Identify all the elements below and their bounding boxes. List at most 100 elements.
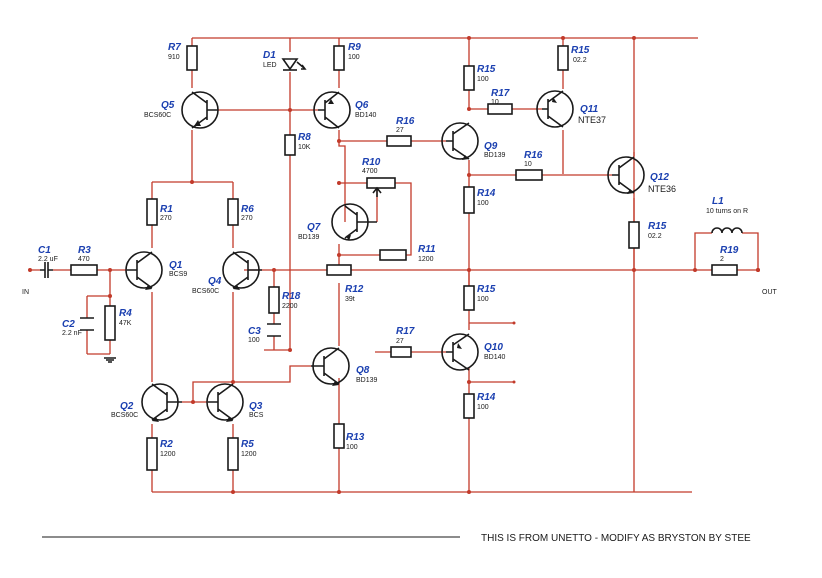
label-q7-ref: Q7 [307, 222, 321, 233]
label-q11-value: NTE37 [578, 115, 606, 125]
label-r5-ref: R5 [241, 439, 254, 450]
resistor-r14a-body [463, 186, 475, 214]
label-r4-ref: R4 [119, 308, 132, 319]
junction-dots [108, 36, 760, 494]
label-q2-value: BCS60C [111, 412, 138, 419]
label-r14b-ref: R14 [477, 392, 496, 403]
label-q5-ref: Q5 [161, 100, 175, 111]
resistor-r8-body [284, 134, 296, 156]
resistor-r9-body [333, 45, 345, 71]
label-r7-ref: R7 [168, 42, 181, 53]
resistor-r4-body [104, 305, 116, 341]
label-q12-value: NTE36 [648, 184, 676, 194]
transistor-q2-icon [141, 383, 182, 422]
label-r11-value: 1200 [418, 256, 434, 263]
label-r15c-ref: R15 [648, 221, 667, 232]
label-r18-value: 2200 [282, 303, 298, 310]
inductor-l1-coil [711, 227, 743, 234]
label-l1-ref: L1 [712, 196, 724, 207]
component-labels: R7 910 D1 LED R9 100 R15 100 R15 02.2 Q5… [22, 42, 778, 458]
transistor-q12-icon [607, 156, 645, 194]
label-r17b-value: 27 [396, 338, 404, 345]
label-r12-ref: R12 [345, 284, 364, 295]
capacitor-c1-icon [40, 262, 53, 278]
label-q8-ref: Q8 [356, 365, 370, 376]
label-r3-ref: R3 [78, 245, 91, 256]
resistor-r2-body [146, 437, 158, 471]
transistor-q6-icon [313, 91, 351, 129]
label-c2-value: 2.2 nF [62, 330, 82, 337]
transistors [125, 90, 645, 422]
label-q7-value: BD139 [298, 234, 320, 241]
transistor-q10-icon [441, 333, 479, 371]
label-q11-ref: Q11 [580, 104, 599, 115]
capacitors [40, 262, 281, 337]
resistor-r5-body [227, 437, 239, 471]
label-c3-ref: C3 [248, 326, 261, 337]
label-q12-ref: Q12 [650, 172, 669, 183]
transistor-q9-icon [441, 122, 479, 160]
label-r10-value: 4700 [362, 168, 378, 175]
label-r15a-value: 100 [477, 76, 489, 83]
capacitor-c2-icon [80, 317, 94, 331]
input-terminal-icon [28, 268, 32, 272]
transistor-q5-icon [181, 91, 219, 129]
label-r15a-ref: R15 [477, 64, 496, 75]
ground-icon [104, 357, 116, 363]
label-r15c-value: 02.2 [648, 233, 662, 240]
resistor-r3-body [70, 264, 98, 276]
label-r17a-ref: R17 [491, 88, 510, 99]
footer-note: THIS IS FROM UNETTO - MODIFY AS BRYSTON … [481, 533, 751, 544]
resistor-r14b-body [463, 393, 475, 419]
label-r11-ref: R11 [418, 244, 436, 255]
label-q4-ref: Q4 [208, 276, 222, 287]
wires [30, 37, 759, 493]
resistor-r11-body [379, 249, 407, 261]
label-r17b-ref: R17 [396, 326, 415, 337]
label-r8-ref: R8 [298, 132, 311, 143]
resistor-r15c-body [628, 221, 640, 249]
resistor-r19-body [711, 264, 738, 276]
label-q1-value: BCS9 [169, 271, 187, 278]
resistor-r1-body [146, 198, 158, 226]
label-r1-value: 270 [160, 215, 172, 222]
label-r6-value: 270 [241, 215, 253, 222]
transistor-q1-icon [125, 251, 163, 290]
resistor-r12-body [326, 264, 352, 276]
label-r16a-ref: R16 [396, 116, 415, 127]
resistor-r15d-body [463, 285, 475, 311]
label-r4-value: 47K [119, 320, 132, 327]
label-r15d-value: 100 [477, 296, 489, 303]
label-input: IN [22, 289, 29, 296]
label-q2-ref: Q2 [120, 401, 134, 412]
label-r16b-value: 10 [524, 161, 532, 168]
label-r2-value: 1200 [160, 451, 176, 458]
resistor-r16b-body [515, 169, 543, 181]
resistor-r15a-body [463, 65, 475, 91]
resistor-r6-body [227, 198, 239, 226]
label-q10-value: BD140 [484, 354, 506, 361]
label-r2-ref: R2 [160, 439, 173, 450]
label-q6-ref: Q6 [355, 100, 369, 111]
label-r16b-ref: R16 [524, 150, 543, 161]
label-c1-ref: C1 [38, 245, 51, 256]
label-q6-value: BD140 [355, 112, 377, 119]
label-r9-value: 100 [348, 54, 360, 61]
label-l1-value: 10 turns on R [706, 208, 748, 215]
transistor-q8-icon [311, 347, 350, 386]
resistor-r13-body [333, 423, 345, 449]
label-q5-value: BCS60C [144, 112, 171, 119]
capacitor-c3-icon [267, 323, 281, 337]
label-r5-value: 1200 [241, 451, 257, 458]
label-r14a-ref: R14 [477, 188, 496, 199]
label-c3-value: 100 [248, 337, 260, 344]
resistor-r17a-body [487, 103, 513, 115]
resistor-r10-body [366, 177, 396, 189]
label-d1-ref: D1 [263, 50, 276, 61]
transistor-q4-icon [222, 251, 262, 290]
label-r1-ref: R1 [160, 204, 173, 215]
label-r6-ref: R6 [241, 204, 254, 215]
resistor-r17b-body [390, 346, 412, 358]
transistor-q7-icon [331, 203, 377, 241]
resistor-r18-body [268, 286, 280, 314]
